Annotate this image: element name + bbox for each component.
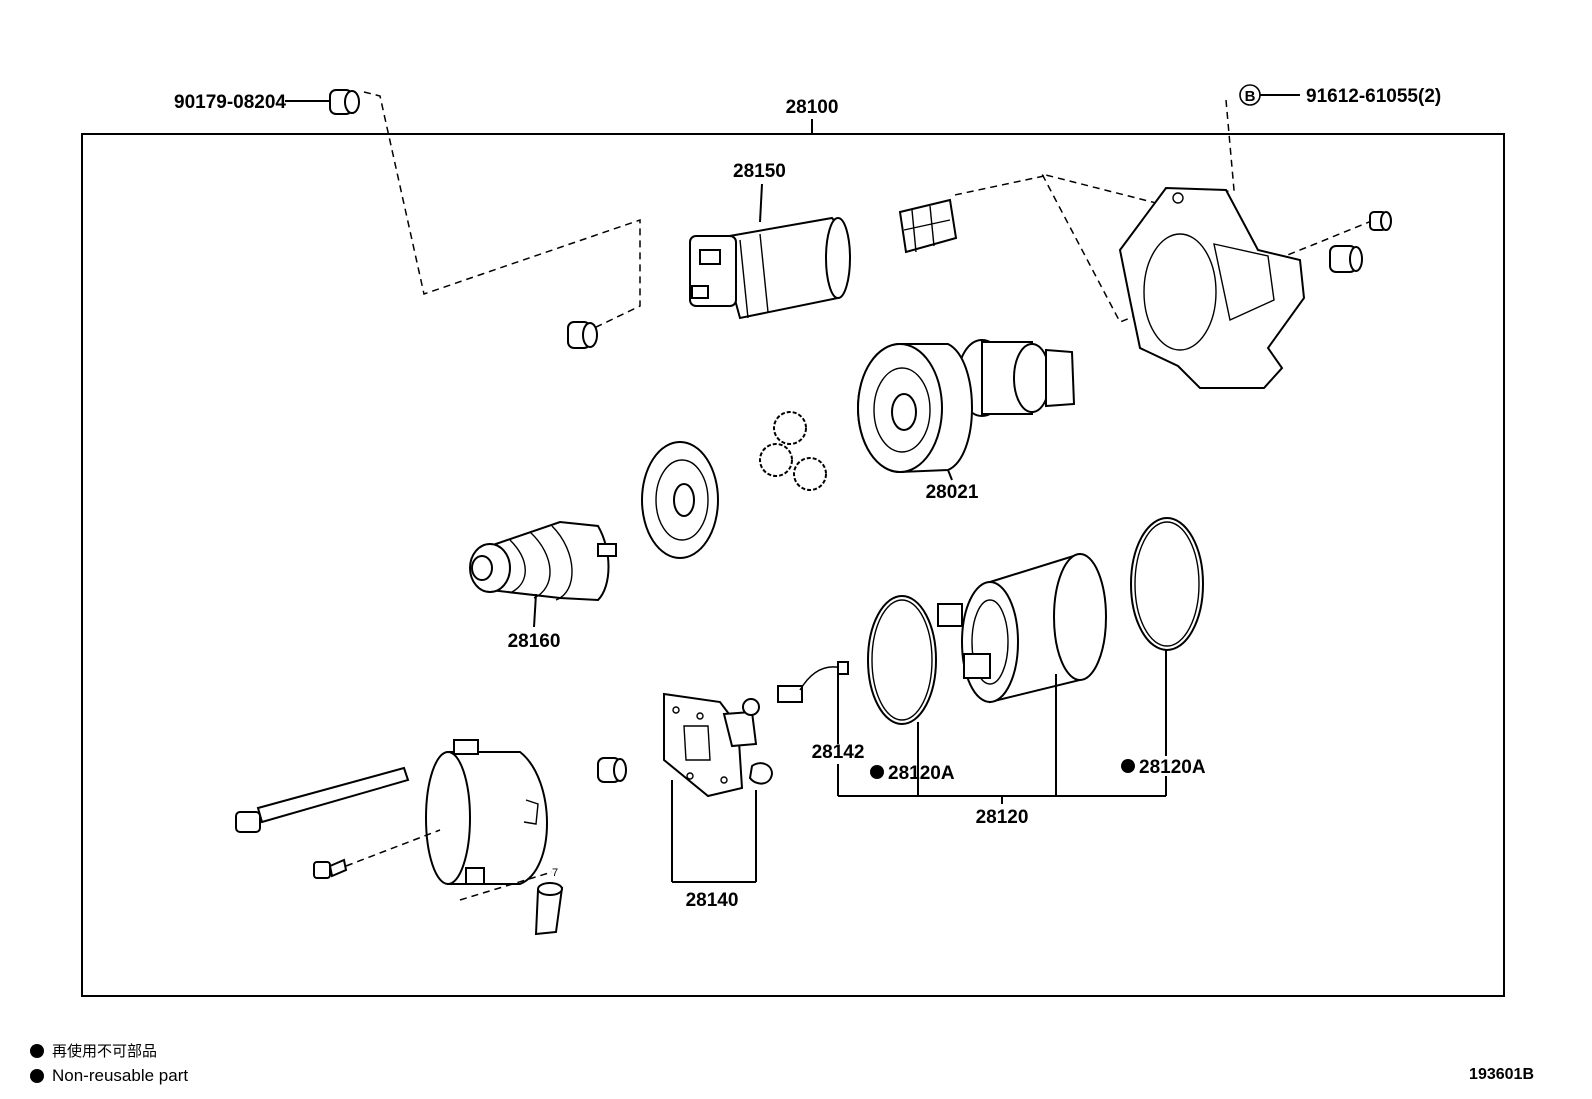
yoke-28120[interactable] (937, 552, 1107, 704)
through-bolt[interactable] (235, 766, 410, 833)
clutch-28021[interactable] (857, 339, 1076, 474)
nut-small-right[interactable] (1369, 211, 1392, 231)
label-28142[interactable]: 28142 (812, 742, 865, 763)
assembly-frame (81, 133, 1505, 997)
label-28150[interactable]: 28150 (733, 161, 786, 182)
screw-small[interactable] (313, 858, 348, 879)
legend-dot-icon (30, 1069, 44, 1083)
brush-holder-28140[interactable] (663, 692, 774, 798)
label-28140[interactable]: 28140 (686, 890, 739, 911)
armature-28160[interactable] (469, 520, 617, 602)
brush-28142[interactable] (777, 661, 849, 703)
plunger-terminal[interactable] (898, 198, 958, 254)
label-91612-61055[interactable]: 91612-61055(2) (1306, 86, 1441, 107)
legend-english: Non-reusable part (30, 1066, 188, 1086)
o-ring-right[interactable] (1130, 517, 1204, 651)
label-90179-08204[interactable]: 90179-08204 (174, 92, 286, 113)
o-ring-left[interactable] (867, 595, 937, 725)
drive-housing[interactable] (1118, 186, 1306, 389)
legend-text-en: Non-reusable part (52, 1066, 189, 1085)
diagram-id: 193601B (1469, 1066, 1534, 1083)
svg-text:B: B (1245, 88, 1256, 105)
grommet[interactable] (534, 882, 564, 936)
label-28100[interactable]: 28100 (786, 97, 839, 118)
nut-small-left[interactable] (567, 321, 598, 349)
end-frame[interactable] (425, 739, 548, 885)
label-28021[interactable]: 28021 (926, 482, 979, 503)
label-28120a-left[interactable]: 28120A (888, 763, 955, 784)
gear-plate[interactable] (641, 441, 719, 559)
nut-90179[interactable] (329, 89, 360, 115)
label-7: 7 (552, 867, 558, 879)
solenoid-28150[interactable] (689, 216, 851, 320)
sleeve-right[interactable] (1329, 245, 1363, 273)
legend-text-jp: 再使用不可部品 (52, 1042, 158, 1060)
legend-japanese: 再使用不可部品 (30, 1040, 157, 1061)
label-28160[interactable]: 28160 (508, 631, 561, 652)
planetary-gears[interactable] (759, 411, 827, 491)
marker-b: B (1239, 84, 1261, 106)
label-28120[interactable]: 28120 (976, 807, 1029, 828)
non-reusable-dot-left (870, 765, 884, 779)
non-reusable-dot-right (1121, 759, 1135, 773)
label-28120a-right[interactable]: 28120A (1139, 757, 1206, 778)
legend-dot-icon (30, 1043, 44, 1058)
leader-lines (671, 650, 1167, 883)
plug-small[interactable] (597, 757, 627, 783)
